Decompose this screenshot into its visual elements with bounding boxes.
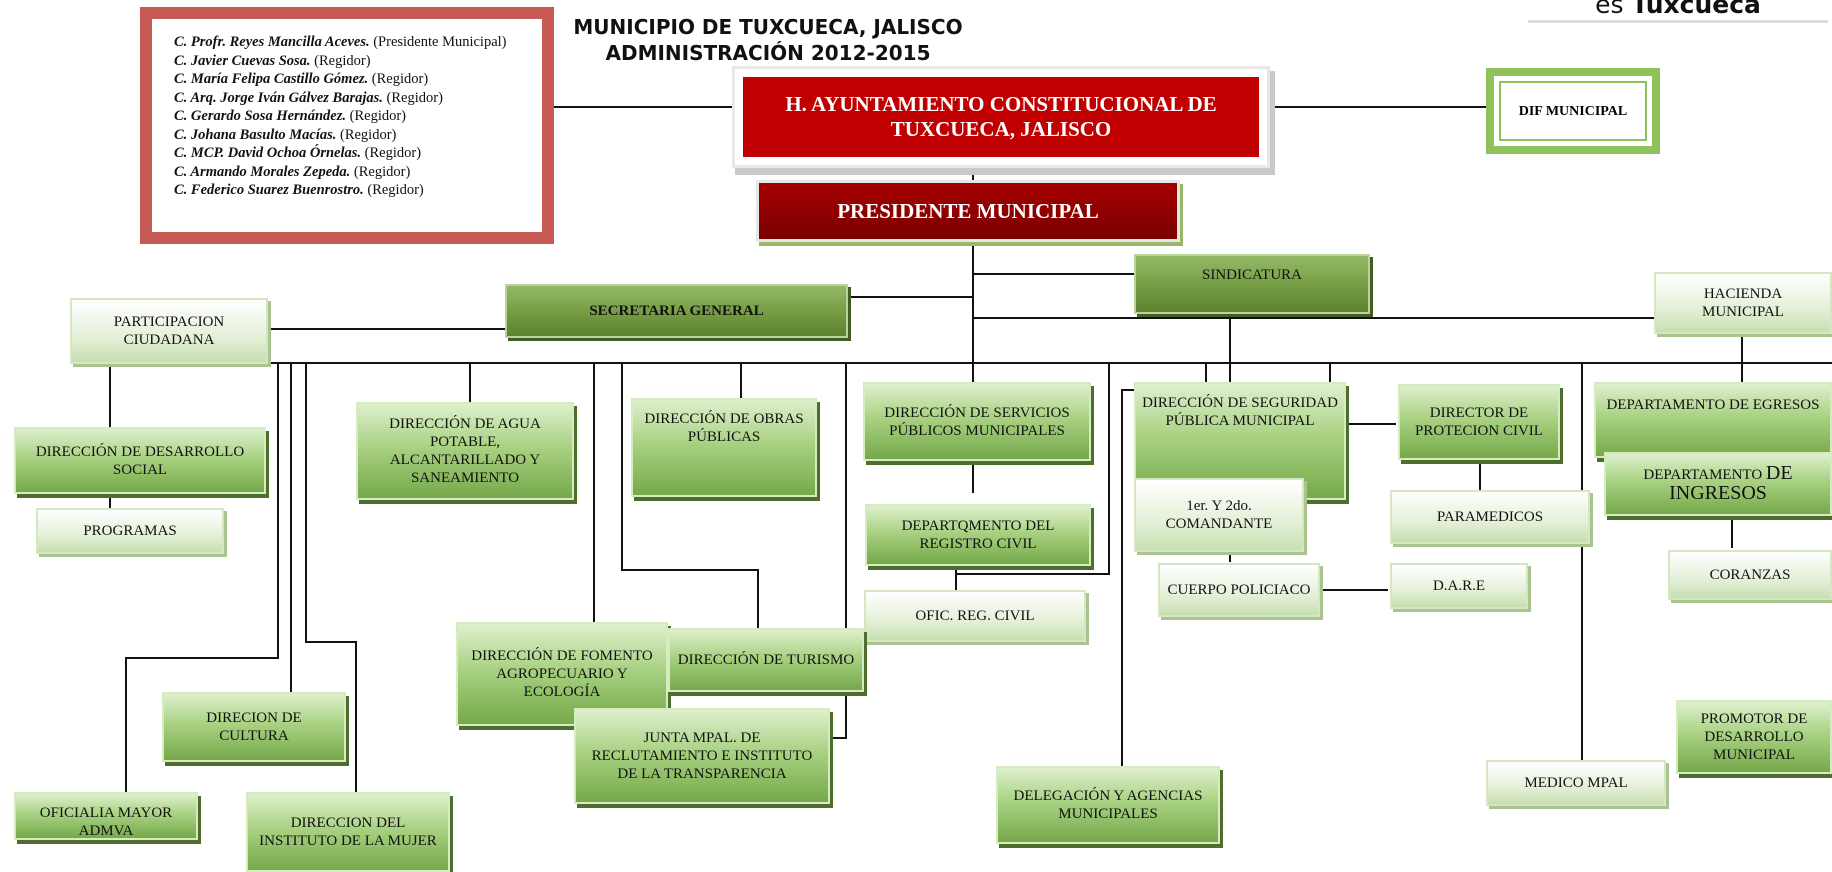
ingresos-box: DEPARTAMENTO DE INGRESOS	[1604, 452, 1832, 516]
junta-reclutamiento-box: JUNTA MPAL. DE RECLUTAMIENTO E INSTITUTO…	[574, 708, 830, 804]
sindicatura-box: SINDICATURA	[1134, 254, 1370, 314]
oficialia-registro-civil-box: OFIC. REG. CIVIL	[864, 590, 1086, 642]
oficialia-mayor-box: OFICIALIA MAYOR ADMVA	[14, 792, 198, 840]
council-member: C. Javier Cuevas Sosa. (Regidor)	[174, 52, 371, 69]
dif-box: DIF MUNICIPAL	[1486, 68, 1660, 154]
desarrollo-social-box: DIRECCIÓN DE DESARROLLO SOCIAL	[14, 427, 266, 494]
registro-civil-box: DEPARTQMENTO DEL REGISTRO CIVIL	[865, 504, 1091, 566]
coranzas-box: CORANZAS	[1668, 550, 1832, 600]
turismo-box: DIRECCIÓN DE TURISMO	[668, 628, 864, 692]
paramedicos-box: PARAMEDICOS	[1390, 490, 1590, 544]
ayuntamiento-box: H. AYUNTAMIENTO CONSTITUCIONAL DE TUXCUE…	[735, 69, 1267, 165]
secretaria-general-box: SECRETARIA GENERAL	[505, 284, 848, 338]
delegacion-agencias-box: DELEGACIÓN Y AGENCIAS MUNICIPALES	[996, 766, 1220, 844]
promotor-desarrollo-box: PROMOTOR DE DESARROLLO MUNICIPAL	[1676, 700, 1832, 774]
brand-logo: es Tuxcueca	[1528, 0, 1828, 23]
title-line-2: ADMINISTRACIÓN 2012-2015	[605, 41, 931, 65]
programas-box: PROGRAMAS	[36, 508, 224, 554]
instituto-mujer-box: DIRECCION DEL INSTITUTO DE LA MUJER	[246, 792, 450, 872]
cultura-box: DIRECION DE CULTURA	[162, 692, 346, 762]
ingresos-suffix: DE INGRESOS	[1669, 462, 1793, 504]
egresos-box: DEPARTAMENTO DE EGRESOS	[1594, 382, 1832, 458]
title-line-1: MUNICIPIO DE TUXCUECA, JALISCO	[573, 15, 963, 39]
medico-municipal-box: MEDICO MPAL	[1486, 760, 1666, 806]
council-member: C. Arq. Jorge Iván Gálvez Barajas. (Regi…	[174, 89, 443, 106]
council-member: C. MCP. David Ochoa Órnelas. (Regidor)	[174, 145, 422, 161]
council-member: C. Johana Basulto Macías. (Regidor)	[174, 126, 397, 143]
comandante-box: 1er. Y 2do. COMANDANTE	[1134, 478, 1304, 552]
logo-name: Tuxcueca	[1631, 0, 1761, 19]
proteccion-civil-box: DIRECTOR DE PROTECION CIVIL	[1398, 384, 1560, 460]
hacienda-municipal-box: HACIENDA MUNICIPAL	[1654, 272, 1832, 334]
council-member: C. Profr. Reyes Mancilla Aceves. (Presid…	[174, 34, 507, 50]
servicios-publicos-box: DIRECCIÓN DE SERVICIOS PÚBLICOS MUNICIPA…	[863, 382, 1091, 461]
council-member: C. Gerardo Sosa Hernández. (Regidor)	[174, 108, 407, 124]
council-members-box: C. Profr. Reyes Mancilla Aceves. (Presid…	[140, 7, 554, 244]
dare-box: D.A.R.E	[1390, 563, 1528, 609]
council-member: C. Federico Suarez Buenrostro. (Regidor)	[174, 182, 424, 198]
agua-potable-box: DIRECCIÓN DE AGUA POTABLE, ALCANTARILLAD…	[356, 402, 574, 500]
council-member: C. María Felipa Castillo Gómez. (Regidor…	[174, 71, 429, 87]
presidente-box: PRESIDENTE MUNICIPAL	[756, 180, 1180, 242]
obras-publicas-box: DIRECCIÓN DE OBRAS PÚBLICAS	[631, 398, 817, 497]
page-title: MUNICIPIO DE TUXCUECA, JALISCO ADMINISTR…	[548, 14, 988, 66]
participacion-ciudadana-box: PARTICIPACION CIUDADANA	[70, 298, 268, 364]
ingresos-prefix: DEPARTAMENTO	[1643, 467, 1763, 483]
council-member: C. Armando Morales Zepeda. (Regidor)	[174, 163, 411, 180]
cuerpo-policiaco-box: CUERPO POLICIACO	[1158, 563, 1320, 617]
logo-prefix: es	[1595, 0, 1624, 19]
